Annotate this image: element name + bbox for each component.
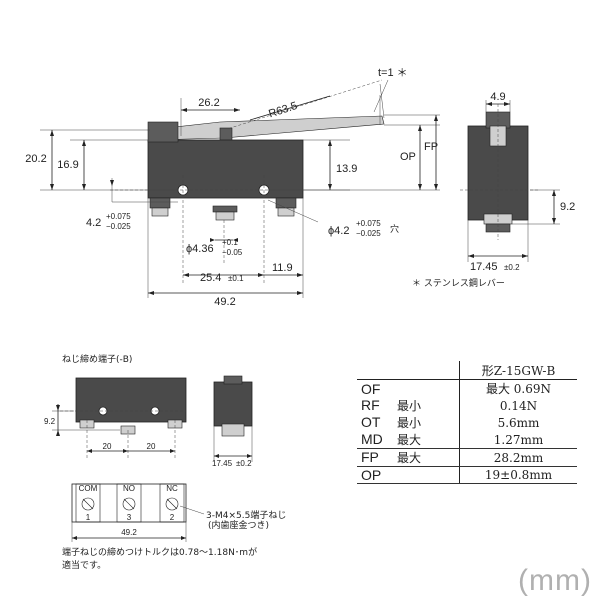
dim-side-9-2: 9.2	[560, 201, 575, 213]
side-view: 4.9 9.2 17.45 ±0.2 ＊ ステンレス鋼レバー	[412, 91, 575, 289]
svg-text:+0.075: +0.075	[106, 212, 131, 221]
spec-name: MD	[361, 431, 383, 447]
switch-body	[147, 139, 304, 199]
dim-13-9: 13.9	[336, 163, 357, 175]
dim-term-20-a: 20	[103, 442, 112, 451]
spec-name: OF	[361, 380, 381, 397]
torque-note-1: 端子ねじの締めつけトルクは0.78〜1.18N･mが	[62, 546, 257, 558]
spec-row: OF 最大 0.69N	[357, 379, 577, 397]
terminal-side-body	[213, 381, 253, 427]
svg-text:±0.2: ±0.2	[236, 459, 252, 468]
dim-phi-4-36: ϕ4.36	[186, 243, 214, 255]
front-view: 26.2 R63.5 t=1 ＊ 20.2 16.9 13.9 OP	[25, 67, 440, 308]
terminal-front-body	[75, 377, 187, 423]
dim-term-17-45: 17.45	[212, 459, 233, 468]
dim-20-2: 20.2	[25, 153, 46, 165]
terminal-title: ねじ締め端子(-B)	[62, 353, 132, 365]
dim-16-9: 16.9	[57, 159, 78, 171]
terminal-no: NO 3	[116, 483, 142, 523]
svg-text:1: 1	[86, 513, 91, 522]
spec-name: FP	[361, 449, 379, 465]
spec-name: RF	[361, 397, 380, 413]
svg-text:NC: NC	[166, 484, 178, 493]
spec-value: 1.27mm	[459, 431, 577, 449]
terminal-nc: NC 2	[159, 483, 185, 523]
spec-model: 形Z-15GW-B	[459, 361, 577, 380]
svg-text:−0.025: −0.025	[106, 222, 131, 231]
screw-note-1: 3-M4×5.5端子ねじ	[206, 509, 286, 521]
spec-header-row: 形Z-15GW-B	[357, 361, 577, 380]
spec-value: 0.14N	[499, 398, 538, 413]
svg-text:NO: NO	[123, 484, 135, 493]
svg-text:±0.1: ±0.1	[228, 274, 244, 283]
dim-phi-4-2: ϕ4.2	[328, 225, 349, 237]
dim-49-2: 49.2	[214, 296, 235, 308]
dim-26-2: 26.2	[198, 97, 219, 109]
svg-text:COM: COM	[79, 484, 98, 493]
dim-4-9: 4.9	[490, 91, 505, 103]
dim-25-4: 25.4	[200, 272, 221, 284]
svg-text:±0.2: ±0.2	[504, 263, 520, 272]
screw-note-2: (内歯座金つき)	[208, 519, 269, 531]
dim-hole-left: 4.2	[86, 217, 101, 229]
svg-text:−0.025: −0.025	[356, 229, 381, 238]
lever	[147, 115, 385, 141]
dim-term-9-2: 9.2	[44, 417, 56, 426]
spec-value: 5.6mm	[497, 415, 540, 430]
svg-text:+0.1: +0.1	[222, 238, 238, 247]
svg-text:穴: 穴	[390, 223, 399, 235]
spec-value: 19±0.8mm	[459, 466, 577, 484]
dim-t1: t=1 ＊	[378, 67, 408, 79]
spec-name: OT	[361, 414, 381, 430]
spec-row: OP 19±0.8mm	[357, 466, 577, 484]
dim-term-20-b: 20	[147, 442, 156, 451]
spec-name: OP	[361, 467, 382, 483]
torque-note-2: 適当です。	[62, 559, 106, 571]
svg-text:3: 3	[127, 513, 132, 522]
svg-text:−0.05: −0.05	[222, 248, 243, 257]
terminal-com: COM 1	[75, 483, 101, 523]
unit-label: (mm)	[518, 564, 592, 597]
spec-value: 28.2mm	[459, 448, 577, 467]
svg-text:2: 2	[170, 513, 175, 522]
terminal-section: ねじ締め端子(-B) 9.2 20 20 17.45 ±0.2	[44, 353, 286, 571]
lever-note: ＊ ステンレス鋼レバー	[412, 277, 505, 289]
spec-value: 最大 0.69N	[485, 382, 552, 396]
svg-text:+0.075: +0.075	[356, 219, 381, 228]
dim-op: OP	[400, 151, 416, 163]
dim-11-9: 11.9	[272, 262, 293, 274]
dim-17-45: 17.45	[470, 261, 498, 273]
dim-term-49-2: 49.2	[121, 528, 137, 537]
dim-fp: FP	[424, 141, 438, 153]
